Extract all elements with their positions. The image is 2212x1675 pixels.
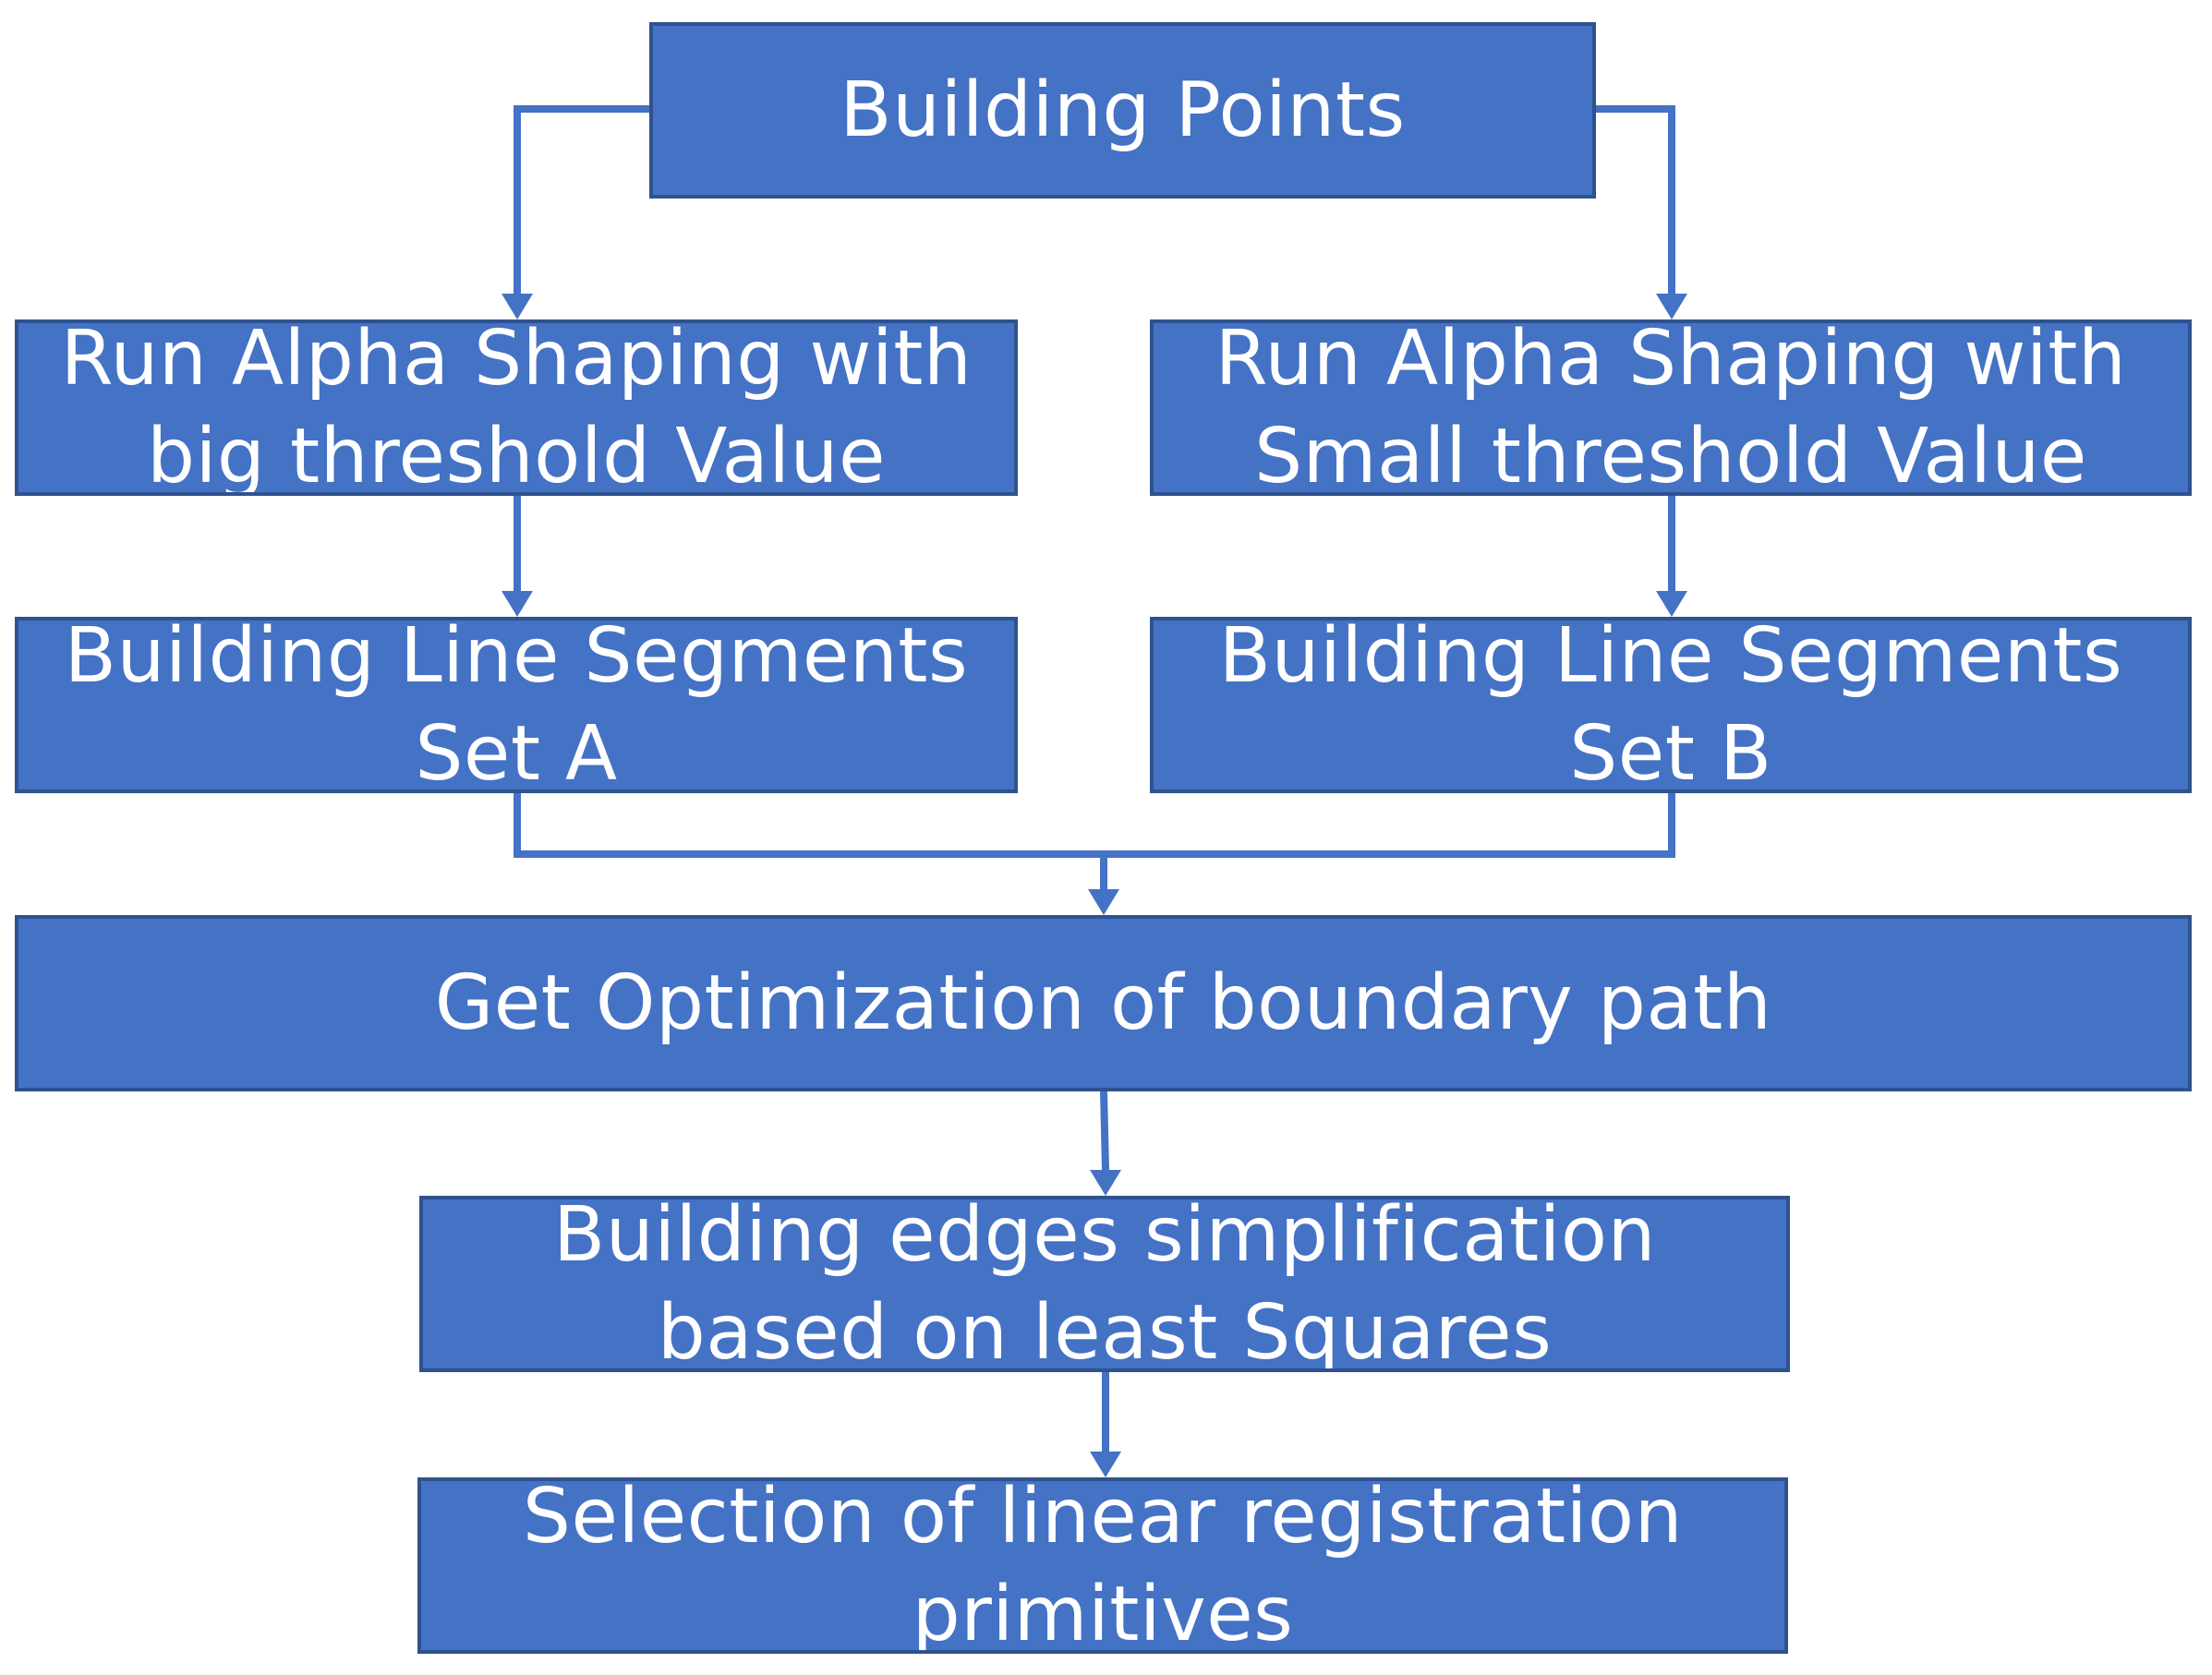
node-building-points: Building Points — [649, 22, 1596, 199]
arrowhead-alpha-small — [1656, 294, 1687, 319]
node-line-segments-set-b: Building Line Segments Set B — [1150, 617, 2192, 793]
node-line-segments-set-a-label: Building Line Segments Set A — [64, 617, 969, 793]
node-alpha-shaping-small-threshold-label: Run Alpha Shaping with Small threshold V… — [1215, 319, 2127, 496]
node-building-points-label: Building Points — [840, 66, 1406, 154]
node-registration-primitives-selection-label: Selection of linear registration primiti… — [522, 1477, 1684, 1654]
arrowhead-simplification — [1090, 1170, 1121, 1196]
arrowhead-set-a — [502, 591, 533, 617]
connector-root-to-alpha-big — [514, 105, 649, 294]
arrowhead-set-b — [1656, 591, 1687, 617]
node-boundary-path-optimization: Get Optimization of boundary path — [15, 915, 2192, 1091]
node-alpha-shaping-small-threshold: Run Alpha Shaping with Small threshold V… — [1150, 319, 2192, 496]
node-registration-primitives-selection: Selection of linear registration primiti… — [417, 1477, 1788, 1654]
node-edges-simplification: Building edges simplification based on l… — [419, 1196, 1790, 1372]
arrowhead-selection — [1090, 1452, 1121, 1477]
arrowhead-alpha-big — [502, 294, 533, 319]
node-line-segments-set-a: Building Line Segments Set A — [15, 617, 1018, 793]
node-edges-simplification-label: Building edges simplification based on l… — [552, 1196, 1657, 1372]
arrowhead-optimization — [1088, 889, 1119, 915]
node-line-segments-set-b-label: Building Line Segments Set B — [1218, 617, 2123, 793]
connector-optimization-to-simplification — [1100, 1091, 1109, 1171]
node-alpha-shaping-big-threshold-label: Run Alpha Shaping with big threshold Val… — [60, 319, 973, 496]
node-alpha-shaping-big-threshold: Run Alpha Shaping with big threshold Val… — [15, 319, 1018, 496]
connector-sets-to-optimization — [514, 793, 1675, 889]
node-boundary-path-optimization-label: Get Optimization of boundary path — [434, 958, 1772, 1047]
connector-root-to-alpha-small — [1596, 105, 1675, 294]
